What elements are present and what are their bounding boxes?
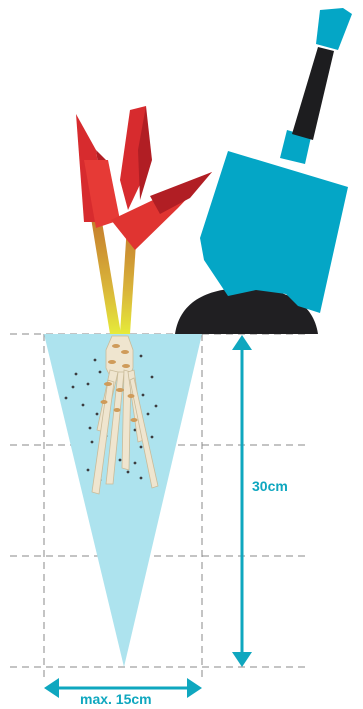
- depth-label: 30cm: [252, 478, 288, 494]
- width-label: max. 15cm: [80, 691, 152, 707]
- shovel-handle: [292, 47, 334, 140]
- shovel-icon: [200, 8, 352, 313]
- shovel-blade: [200, 151, 348, 313]
- shovel-grip: [316, 8, 352, 50]
- depth-dimension-arrow: [232, 335, 252, 667]
